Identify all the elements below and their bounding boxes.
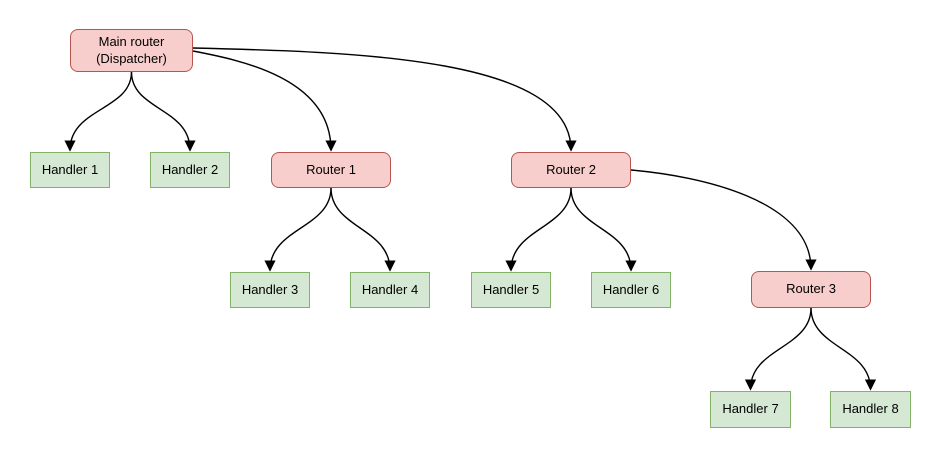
edge-router-1-to-handler-4 <box>330 187 396 272</box>
node-handler-4: Handler 4 <box>350 272 430 308</box>
node-router-2: Router 2 <box>511 152 631 188</box>
node-handler-6-label: Handler 6 <box>602 281 660 297</box>
node-handler-6: Handler 6 <box>591 272 671 308</box>
edge-router-1-to-handler-3 <box>264 187 332 272</box>
node-handler-2: Handler 2 <box>150 152 230 188</box>
node-handler-5: Handler 5 <box>471 272 551 308</box>
node-handler-5-label: Handler 5 <box>482 281 540 297</box>
edge-router-2-to-router-3 <box>630 169 817 271</box>
node-handler-7-label: Handler 7 <box>722 401 779 417</box>
node-main-router: Main router (Dispatcher) <box>70 29 193 72</box>
edge-main-router-to-handler-1 <box>64 71 133 152</box>
node-handler-2-label: Handler 2 <box>161 161 219 177</box>
edge-router-2-to-handler-5 <box>505 187 572 272</box>
node-router-3: Router 3 <box>751 271 871 308</box>
edge-main-router-to-router-1 <box>192 50 337 152</box>
edge-router-2-to-handler-6 <box>570 187 637 272</box>
node-handler-7: Handler 7 <box>710 391 791 428</box>
node-handler-3-label: Handler 3 <box>241 281 299 297</box>
node-handler-8-label: Handler 8 <box>842 401 899 417</box>
node-handler-3: Handler 3 <box>230 272 310 308</box>
node-handler-1-label: Handler 1 <box>41 161 99 177</box>
edge-main-router-to-handler-2 <box>130 71 196 152</box>
node-handler-4-label: Handler 4 <box>361 281 419 297</box>
node-handler-8: Handler 8 <box>830 391 911 428</box>
node-handler-1: Handler 1 <box>30 152 110 188</box>
node-router-2-label: Router 2 <box>546 161 596 177</box>
node-router-3-label: Router 3 <box>786 281 836 297</box>
node-main-router-label: Main router (Dispatcher) <box>96 33 167 66</box>
edge-router-3-to-handler-8 <box>810 307 877 391</box>
node-router-1: Router 1 <box>271 152 391 188</box>
edge-router-3-to-handler-7 <box>744 307 812 391</box>
node-router-1-label: Router 1 <box>306 161 356 177</box>
edge-main-router-to-router-2 <box>192 47 577 152</box>
